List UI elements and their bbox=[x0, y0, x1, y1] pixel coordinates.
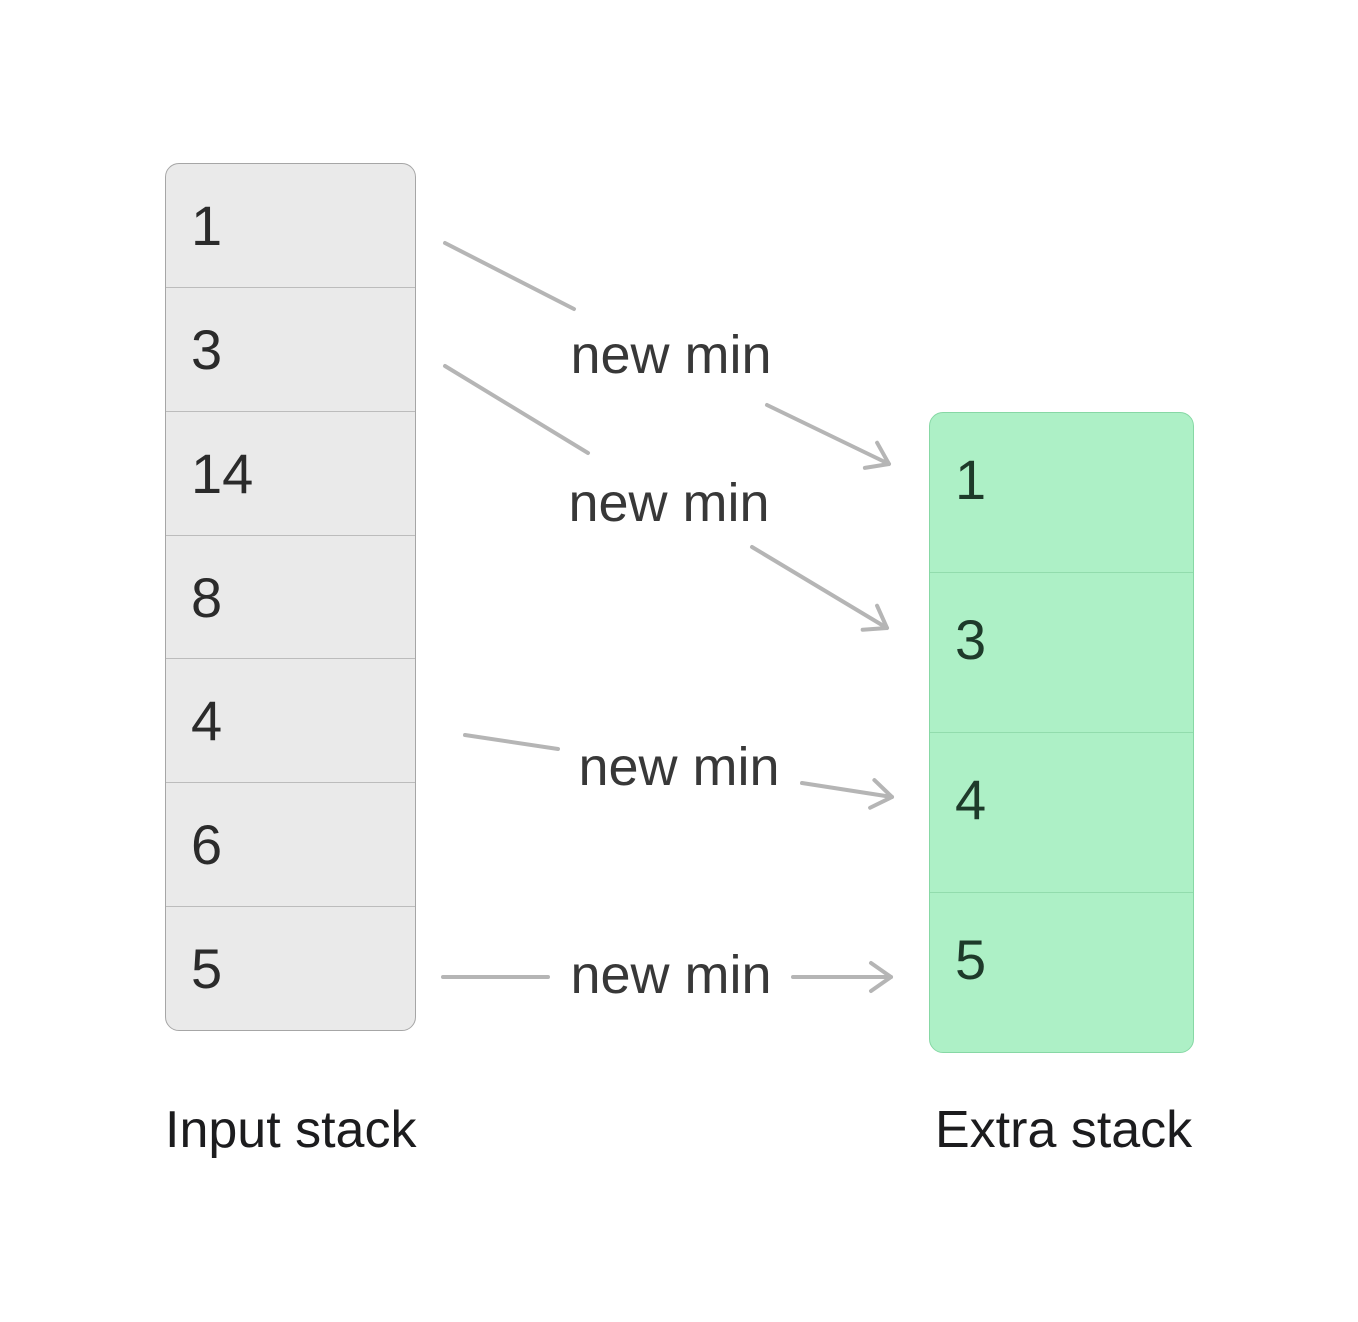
extra-stack-cell-value: 1 bbox=[955, 448, 987, 511]
input-stack-cell: 5 bbox=[166, 906, 415, 1030]
input-stack-cell: 6 bbox=[166, 782, 415, 906]
input-stack-cell-value: 8 bbox=[191, 565, 223, 629]
input-stack-cell: 8 bbox=[166, 534, 415, 659]
extra-stack-cell-value: 4 bbox=[955, 768, 987, 831]
extra-stack-cell: 3 bbox=[930, 572, 1193, 732]
input-stack-cell-value: 4 bbox=[191, 689, 223, 753]
extra-stack-cell: 1 bbox=[930, 413, 1193, 572]
input-stack-cell-value: 6 bbox=[191, 813, 223, 877]
extra-stack-cell-value: 5 bbox=[955, 928, 987, 991]
input-stack-cell-value: 1 bbox=[191, 193, 223, 257]
new-min-annotation-4: new min bbox=[570, 945, 772, 1005]
input-stack-cell-value: 14 bbox=[191, 441, 254, 505]
extra-stack-cell: 4 bbox=[930, 732, 1193, 892]
extra-stack-label: Extra stack bbox=[935, 1101, 1193, 1159]
input-stack-cell-value: 5 bbox=[191, 937, 223, 1001]
input-stack-label: Input stack bbox=[165, 1101, 417, 1159]
input-stack-cell: 14 bbox=[166, 410, 415, 535]
extra-stack-cell-value: 3 bbox=[955, 608, 987, 671]
input-stack-cell: 3 bbox=[166, 286, 415, 411]
input-stack-cell: 1 bbox=[166, 164, 415, 287]
new-min-annotation-1: new min bbox=[570, 325, 772, 385]
input-stack-cell: 4 bbox=[166, 658, 415, 782]
new-min-annotation-2: new min bbox=[568, 473, 770, 533]
new-min-annotation-3: new min bbox=[578, 737, 780, 797]
input-stack-cell-value: 3 bbox=[191, 317, 223, 381]
input-stack: 1 3 14 8 4 6 5 bbox=[165, 163, 416, 1031]
extra-stack-cell: 5 bbox=[930, 892, 1193, 1052]
extra-stack: 1 3 4 5 bbox=[929, 412, 1194, 1053]
